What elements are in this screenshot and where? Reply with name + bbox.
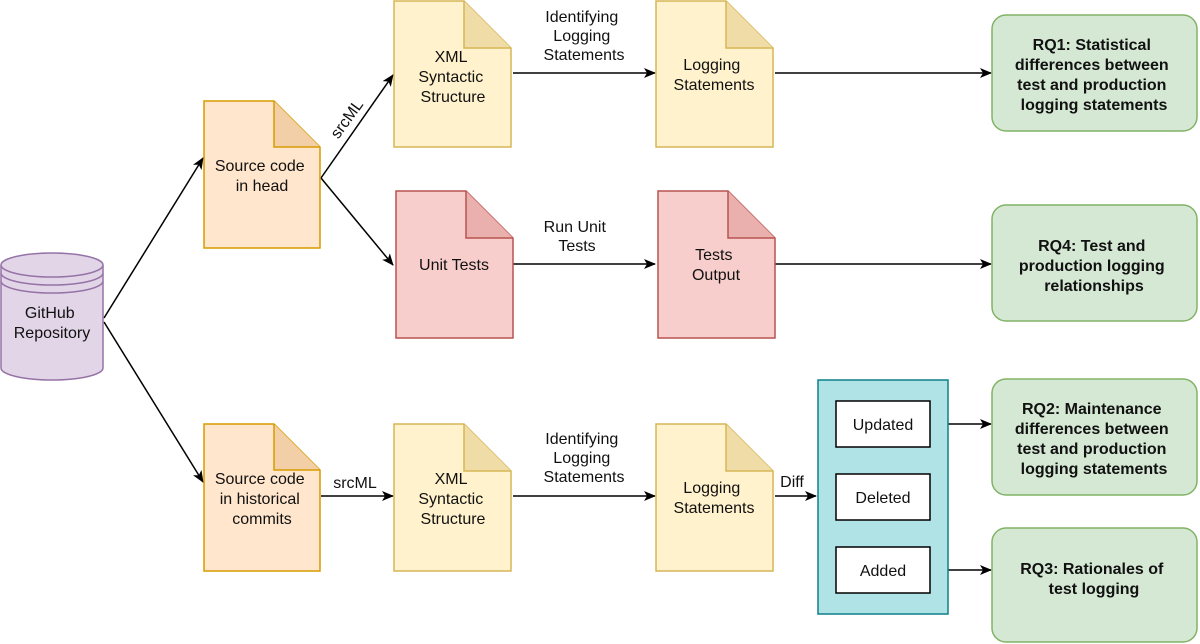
repository-cylinder-ring-1: [0, 272, 104, 286]
edge-head-to-xml: [320, 74, 394, 179]
added-label: Added: [860, 563, 906, 580]
repository-label: GitHub Repository: [14, 305, 90, 342]
identify-label-top: Identifying Logging Statements: [544, 9, 625, 64]
logging-top-label: Logging Statements: [674, 57, 755, 94]
diff-label: Diff: [780, 474, 804, 491]
updated-box: [835, 400, 931, 448]
xml-structure-bottom-node: XML Syntactic Structure: [393, 423, 512, 572]
tests-output-shape: [657, 190, 776, 339]
source-code-historical-node: Source code in historical commits: [203, 423, 321, 572]
deleted-box: [835, 473, 931, 521]
source-code-head-label: Source code in head: [215, 158, 309, 195]
source-code-historical-label: Source code in historical commits: [215, 471, 309, 528]
unit-tests-label: Unit Tests: [419, 257, 489, 274]
logging-bottom-label: Logging Statements: [674, 480, 755, 517]
rq2-box: [991, 378, 1198, 496]
logging-statements-bottom-node: Logging Statements: [655, 423, 774, 572]
rq1-node: RQ1: Statistical differences between tes…: [991, 14, 1198, 132]
xml-top-fold: [463, 1, 511, 49]
updated-label: Updated: [853, 417, 914, 434]
rq3-node: RQ3: Rationales of test logging: [991, 527, 1198, 643]
repository-cylinder-ring-2: [0, 280, 104, 294]
rq4-box: [991, 204, 1198, 322]
logging-top-shape: [655, 0, 774, 148]
rq4-node: RQ4: Test and production logging relatio…: [991, 204, 1198, 322]
source-code-head-node: Source code in head: [203, 100, 321, 249]
rq2-label: RQ2: Maintenance differences between tes…: [1015, 401, 1173, 478]
rq3-label: RQ3: Rationales of test logging: [1020, 561, 1168, 598]
rq1-box: [991, 14, 1198, 132]
rq2-node: RQ2: Maintenance differences between tes…: [991, 378, 1198, 496]
xml-bottom-fold: [463, 424, 511, 472]
edge-repo-to-head: [103, 157, 204, 319]
rq1-label: RQ1: Statistical differences between tes…: [1015, 37, 1173, 114]
source-code-historical-fold: [273, 424, 320, 471]
unit-tests-node: Unit Tests: [395, 190, 514, 339]
identify-label-bottom: Identifying Logging Statements: [544, 431, 625, 486]
xml-structure-top-node: XML Syntactic Structure: [393, 0, 512, 148]
run-unit-tests-label: Run Unit Tests: [544, 219, 611, 255]
logging-bottom-shape: [655, 423, 774, 572]
edge-head-to-unittests: [320, 177, 394, 266]
rq3-box: [991, 527, 1198, 643]
logging-statements-top-node: Logging Statements: [655, 0, 774, 148]
rq4-label: RQ4: Test and production logging relatio…: [1019, 238, 1169, 295]
tests-output-label: Tests Output: [692, 247, 741, 284]
github-repository-node: GitHub Repository: [0, 252, 104, 381]
edge-repo-to-historical: [103, 321, 204, 483]
repository-cylinder-body: [0, 265, 104, 381]
added-box: [835, 546, 931, 594]
srcml-label-bottom: srcML: [333, 475, 377, 492]
unit-tests-fold: [465, 191, 513, 239]
logging-bottom-fold: [725, 424, 773, 472]
change-types-container: Updated Deleted Added: [817, 379, 949, 615]
xml-top-label: XML Syntactic Structure: [418, 49, 487, 106]
source-code-head-fold: [273, 101, 320, 148]
xml-bottom-label: XML Syntactic Structure: [418, 471, 487, 528]
tests-output-node: Tests Output: [657, 190, 776, 339]
deleted-label: Deleted: [855, 490, 910, 507]
logging-top-fold: [725, 1, 773, 49]
repository-cylinder-top: [0, 252, 104, 278]
tests-output-fold: [727, 191, 775, 239]
